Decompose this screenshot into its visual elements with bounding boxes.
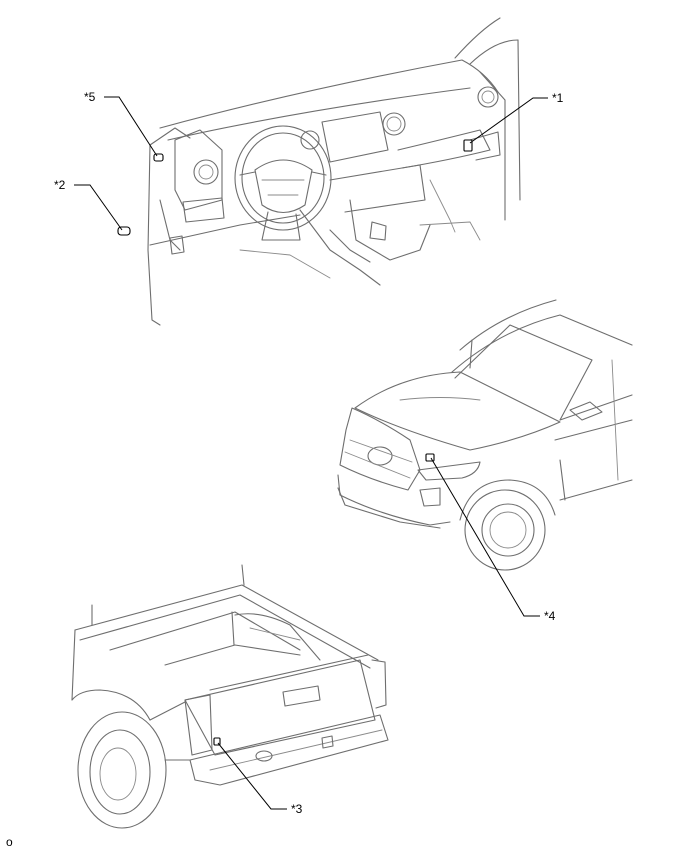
leader-lines [74, 96, 548, 810]
callout-2-label: *2 [54, 178, 66, 192]
callout-5-label: *5 [84, 90, 96, 104]
callout-3-label: *3 [291, 802, 303, 816]
component-2-icon [117, 226, 131, 236]
figure-code: o [6, 835, 13, 849]
component-1-icon [463, 139, 473, 152]
dashboard-illustration [147, 17, 521, 326]
rear-vehicle-illustration [71, 564, 389, 829]
callout-1-label: *1 [552, 91, 564, 105]
component-5-icon [153, 153, 164, 162]
component-4-icon [425, 453, 435, 462]
front-vehicle-illustration [337, 299, 633, 571]
callout-4-label: *4 [544, 609, 556, 623]
